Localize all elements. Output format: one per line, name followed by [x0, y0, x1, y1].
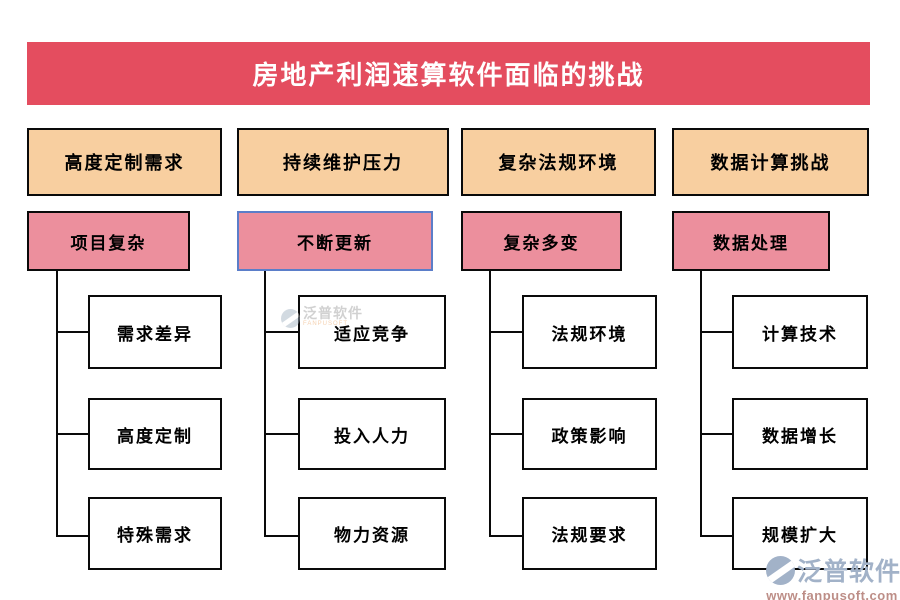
subtopic-box-1[interactable]: 项目复杂 — [27, 211, 190, 271]
connector-line — [489, 331, 523, 333]
connector-line — [56, 535, 89, 537]
leaf-box[interactable]: 高度定制 — [88, 398, 222, 470]
brand-logo: 泛普软件 www.fanpusoft.com — [766, 552, 900, 600]
connector-line — [264, 271, 266, 537]
subtopic-box-3[interactable]: 复杂多变 — [461, 211, 622, 271]
category-box-2[interactable]: 持续维护压力 — [237, 128, 449, 196]
brand-name: 泛普软件 — [797, 558, 900, 586]
leaf-box[interactable]: 适应竞争 — [298, 295, 446, 369]
leaf-box[interactable]: 规模扩大 — [732, 497, 868, 570]
connector-line — [489, 271, 491, 537]
connector-line — [700, 535, 733, 537]
connector-line — [489, 535, 523, 537]
leaf-box[interactable]: 特殊需求 — [88, 497, 222, 570]
brand-website[interactable]: www.fanpusoft.com — [766, 588, 898, 600]
connector-line — [700, 433, 733, 435]
leaf-box[interactable]: 需求差异 — [88, 295, 222, 369]
connector-line — [700, 271, 702, 537]
connector-line — [700, 331, 733, 333]
leaf-box[interactable]: 计算技术 — [732, 295, 868, 369]
leaf-box[interactable]: 法规环境 — [522, 295, 657, 369]
connector-line — [264, 331, 299, 333]
connector-line — [264, 535, 299, 537]
subtopic-box-2-selected[interactable]: 不断更新 — [237, 211, 433, 271]
diagram-title-banner[interactable]: 房地产利润速算软件面临的挑战 — [27, 42, 870, 105]
leaf-box[interactable]: 法规要求 — [522, 497, 657, 570]
leaf-box[interactable]: 投入人力 — [298, 398, 446, 470]
category-box-4[interactable]: 数据计算挑战 — [672, 128, 869, 196]
leaf-box[interactable]: 数据增长 — [732, 398, 868, 470]
connector-line — [56, 331, 89, 333]
connector-line — [264, 433, 299, 435]
leaf-box[interactable]: 政策影响 — [522, 398, 657, 470]
connector-line — [56, 433, 89, 435]
category-box-1[interactable]: 高度定制需求 — [27, 128, 222, 196]
category-box-3[interactable]: 复杂法规环境 — [461, 128, 656, 196]
subtopic-box-4[interactable]: 数据处理 — [672, 211, 830, 271]
connector-line — [56, 271, 58, 537]
leaf-box[interactable]: 物力资源 — [298, 497, 446, 570]
fanpu-logo-icon — [766, 555, 795, 585]
connector-line — [489, 433, 523, 435]
